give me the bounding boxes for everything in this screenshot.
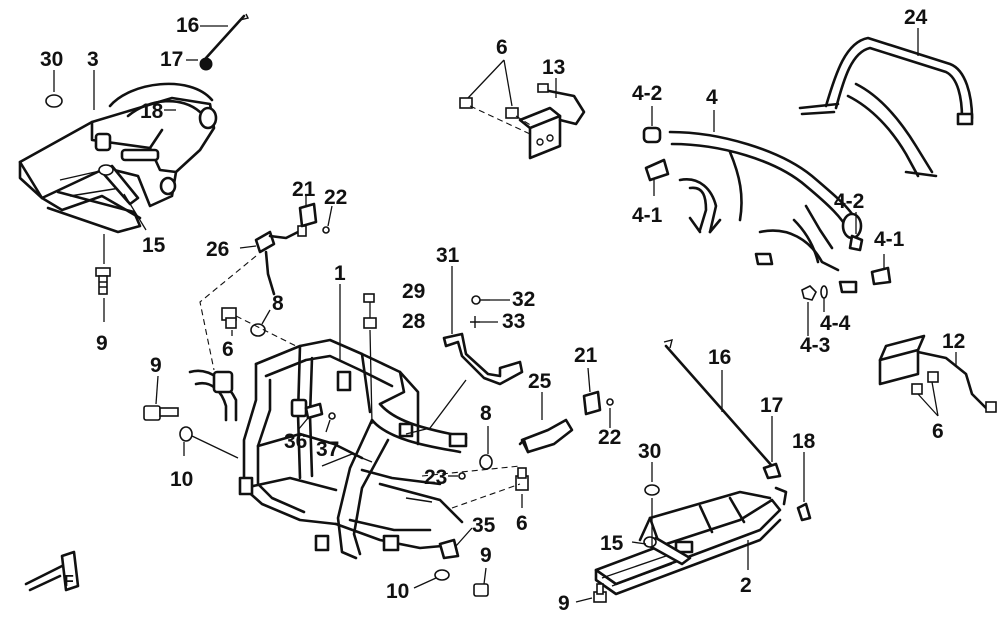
callout-4: 4 [706,86,718,109]
callout-23: 23 [424,466,447,489]
part-4-3-4-4-nut-washer [801,285,828,301]
callout-26: 26 [206,238,229,261]
callout-4-2-lower: 4-2 [834,190,864,213]
part-30-washer-upper [45,94,63,108]
callout-18-upper: 18 [140,100,164,123]
callout-9-upper: 9 [96,332,108,355]
part-4-2-cap-lower [848,234,864,252]
callout-10-left: 10 [170,468,193,491]
callout-12: 12 [942,330,965,353]
part-4-1-clamp-upper [644,158,670,182]
part-6-bolts-top [459,97,533,135]
callout-9-lower: 9 [558,592,570,615]
part-17-clip-upper [199,57,213,71]
part-9-bolt-frame-left [143,405,179,421]
callout-30-upper: 30 [40,48,63,71]
part-33-bolt [470,316,480,328]
part-16-rod-lower [663,339,774,468]
front-direction-arrow-icon: F [24,550,80,592]
callout-13: 13 [542,56,565,79]
callout-36: 36 [284,430,307,453]
part-4-crash-bar [668,130,863,294]
part-15-bolt-upper [98,164,140,206]
callout-3: 3 [87,48,99,71]
part-3-rear-bracket [18,82,218,234]
part-6-bolts-right [911,371,939,395]
part-31-bracket [442,332,524,386]
callout-4-4: 4-4 [820,312,851,335]
part-15-bolt-lower [643,536,692,566]
part-23-nut [458,472,466,480]
callout-33: 33 [502,310,525,333]
callout-37: 37 [316,438,339,461]
part-32-bolt [471,295,490,305]
part-25-bracket [518,418,574,454]
callout-30-lower: 30 [638,440,661,463]
part-13-bracket [518,83,586,160]
callout-25: 25 [528,370,552,393]
part-1-main-frame [188,338,468,560]
part-28-pad [363,317,377,329]
part-6-bolt-frame-right [515,467,529,491]
callout-18-lower: 18 [792,430,816,453]
callout-labels: 30 3 16 17 18 15 9 6 13 4-2 4 4-1 24 4-2… [40,6,965,615]
callout-4-1-upper: 4-1 [632,204,663,227]
callout-10-right: 10 [386,580,409,603]
callout-31: 31 [436,244,460,267]
callout-21-upper: 21 [292,178,316,201]
part-6-bolt-frame-left [221,307,237,329]
part-9-bolt-frame-right [473,583,489,597]
part-21-22-clip-upper [298,202,330,234]
callout-16-lower: 16 [708,346,731,369]
callout-17-upper: 17 [160,48,183,71]
callout-28: 28 [402,310,426,333]
callout-35: 35 [472,514,496,537]
part-16-rod-upper [204,13,250,60]
callout-17-lower: 17 [760,394,783,417]
callout-21-lower: 21 [574,344,598,367]
part-29-bolt [363,293,375,303]
part-10-washer-left [179,426,193,442]
part-9-bolt-upper [95,267,111,295]
part-9-bolt-lower [593,583,607,603]
callout-6-left: 6 [222,338,234,361]
callout-6-top: 6 [496,36,508,59]
callout-9-right: 9 [480,544,492,567]
callout-22-upper: 22 [324,186,347,209]
part-8-washer-right [479,454,493,470]
part-24-rear-guard [798,36,974,178]
part-12-bracket [878,334,997,413]
leader-lines [53,25,957,603]
part-18-clip-lower [796,502,812,522]
part-4-1-clamp-lower [870,266,892,286]
callout-4-1-lower: 4-1 [874,228,905,251]
callout-1: 1 [334,262,346,285]
part-4-2-cap-upper [642,126,662,144]
callout-4-2-upper: 4-2 [632,82,662,105]
callout-15-upper: 15 [142,234,166,257]
callout-9-left: 9 [150,354,162,377]
part-10-washer-right [434,569,450,581]
part-17-clip-lower [762,462,782,480]
part-30-washer-lower [644,484,660,496]
callout-8-left: 8 [272,292,284,315]
part-35-clip [438,538,460,560]
callout-15-lower: 15 [600,532,624,555]
callout-24: 24 [904,6,928,29]
callout-29: 29 [402,280,425,303]
direction-mark: F [64,573,74,590]
part-2-bracket [594,486,788,596]
callout-2: 2 [740,574,752,597]
callout-8-right: 8 [480,402,492,425]
callout-32: 32 [512,288,535,311]
part-36-37-hardware [304,402,336,420]
callout-4-3: 4-3 [800,334,830,357]
callout-22-lower: 22 [598,426,621,449]
part-21-22-clip-lower [582,390,614,416]
part-26-bracket [254,225,307,296]
callout-16-upper: 16 [176,14,199,37]
callout-6-right: 6 [932,420,944,443]
callout-6-right-frame: 6 [516,512,528,535]
